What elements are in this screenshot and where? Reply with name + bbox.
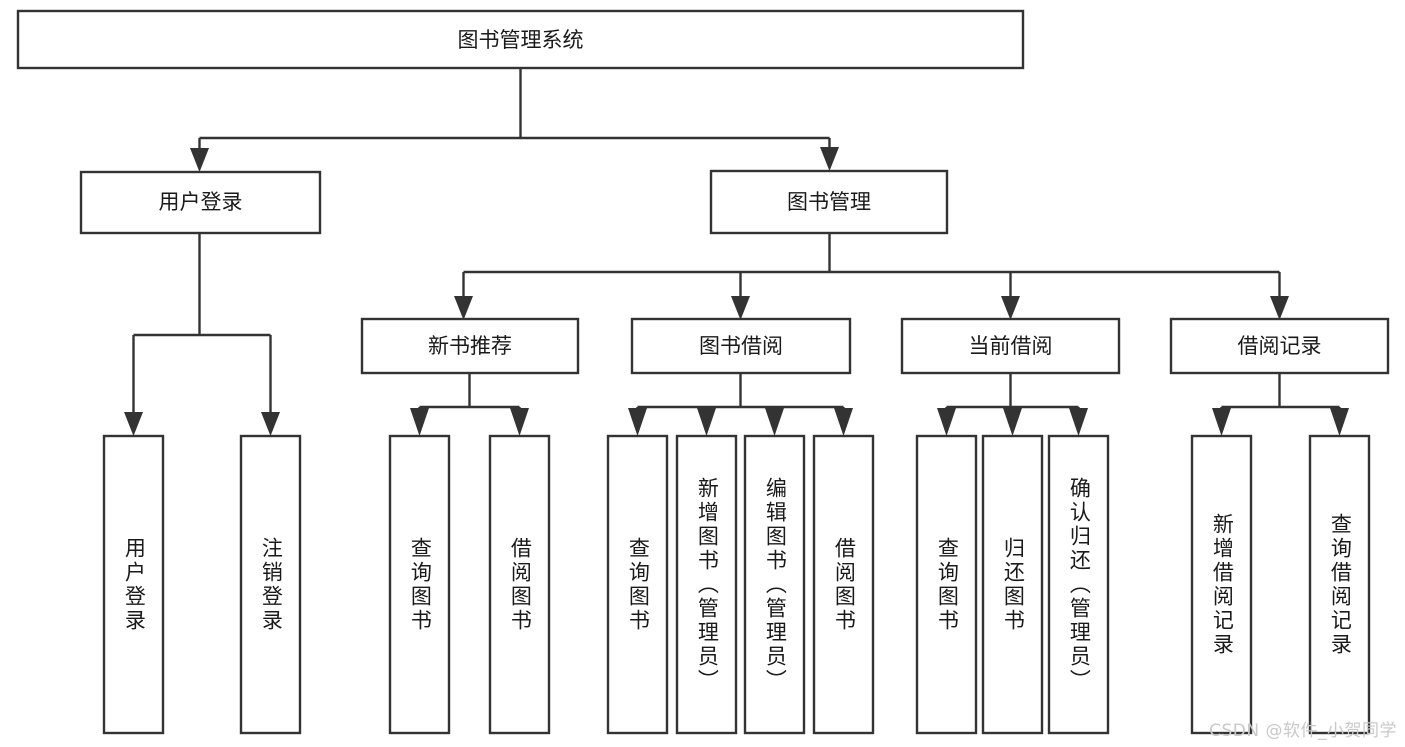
node-book-borrow-box[interactable]	[630, 317, 852, 375]
arrow-leaf-add-book	[697, 408, 716, 436]
node-current-borrow-box[interactable]	[900, 317, 1121, 375]
arrow-borrow-record	[1270, 296, 1289, 320]
arrow-book-borrow	[731, 296, 750, 320]
node-root-box[interactable]	[16, 9, 1025, 70]
csdn-watermark: CSDN @软件_小贺同学	[1209, 721, 1397, 741]
arrow-user-login	[190, 148, 209, 172]
arrow-leaf-edit-book	[765, 408, 784, 436]
arrow-new-book-rec	[454, 296, 473, 320]
leaf-box-query-record[interactable]	[1308, 434, 1371, 735]
node-new-book-rec-box[interactable]	[360, 317, 580, 375]
leaf-box-query-book-1[interactable]	[388, 434, 451, 735]
node-book-manage-label: 图书管理	[787, 190, 871, 214]
arrow-leaf-query-record	[1330, 408, 1349, 436]
arrow-leaf-query-book-1	[410, 408, 429, 436]
node-book-manage-box[interactable]	[709, 169, 949, 235]
node-new-book-rec[interactable]: 新书推荐	[360, 317, 580, 375]
connectors	[124, 68, 1349, 436]
leaf-box-edit-book[interactable]	[743, 434, 806, 735]
arrow-leaf-query-book-3	[937, 408, 956, 436]
arrow-leaf-logout	[261, 412, 280, 436]
leaf-box-add-book[interactable]	[675, 434, 738, 735]
arrow-leaf-user-login	[124, 412, 143, 436]
node-user-login-box[interactable]	[79, 170, 322, 235]
node-book-borrow[interactable]: 图书借阅	[630, 317, 852, 375]
leaf-box-confirm-return[interactable]	[1047, 434, 1110, 735]
node-new-book-rec-label: 新书推荐	[428, 334, 512, 358]
node-borrow-record-box[interactable]	[1169, 317, 1390, 375]
arrow-leaf-query-book-2	[628, 408, 647, 436]
arrow-leaf-borrow-book-1	[510, 408, 529, 436]
leaf-box-return-book[interactable]	[981, 434, 1044, 735]
node-current-borrow-label: 当前借阅	[969, 334, 1053, 358]
node-root-label: 图书管理系统	[458, 28, 584, 52]
arrow-leaf-add-record	[1212, 408, 1231, 436]
leaf-box-query-book-2[interactable]	[606, 434, 669, 735]
arrow-book-manage	[820, 147, 839, 171]
arrow-leaf-confirm-return	[1069, 408, 1088, 436]
node-user-login[interactable]: 用户登录	[79, 170, 322, 235]
node-user-login-label: 用户登录	[159, 190, 243, 214]
node-book-borrow-label: 图书借阅	[699, 334, 783, 358]
leaf-box-query-book-3[interactable]	[915, 434, 978, 735]
node-root[interactable]: 图书管理系统	[16, 9, 1025, 70]
leaf-box-borrow-book-1[interactable]	[488, 434, 551, 735]
node-borrow-record-label: 借阅记录	[1238, 334, 1322, 358]
leaf-box-borrow-book-2[interactable]	[812, 434, 875, 735]
leaf-box-logout[interactable]	[239, 434, 302, 735]
node-borrow-record[interactable]: 借阅记录	[1169, 317, 1390, 375]
arrow-leaf-borrow-book-2	[834, 408, 853, 436]
node-current-borrow[interactable]: 当前借阅	[900, 317, 1121, 375]
arrow-current-borrow	[1001, 296, 1020, 320]
leaf-box-add-record[interactable]	[1190, 434, 1253, 735]
node-book-manage[interactable]: 图书管理	[709, 169, 949, 235]
leaf-box-user-login[interactable]	[102, 434, 165, 735]
arrow-leaf-return-book	[1003, 408, 1022, 436]
